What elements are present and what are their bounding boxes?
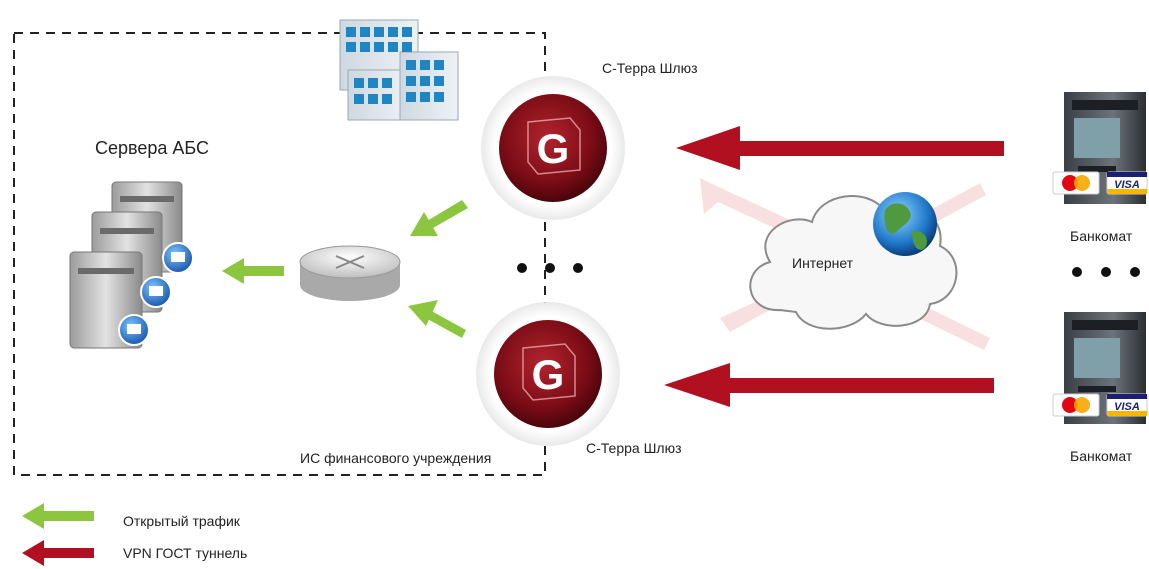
legend-vpn-tunnel-label: VPN ГОСТ туннель [123, 545, 248, 561]
visa-bottom-icon: VISA [1106, 393, 1148, 417]
gateway-bottom-label: С-Терра Шлюз [586, 440, 682, 456]
legend-open-traffic-label: Открытый трафик [123, 513, 240, 529]
servers-icon [69, 181, 194, 349]
globe-icon [873, 192, 937, 256]
internet-label: Интернет [792, 255, 854, 271]
institution-label: ИС финансового учреждения [300, 450, 492, 466]
institution-boundary [13, 32, 546, 476]
gateway-bottom-icon: G [476, 302, 620, 446]
servers-label: Сервера АБС [95, 138, 210, 158]
svg-text:VISA: VISA [1114, 401, 1140, 413]
gateway-top-logo: G [537, 125, 570, 172]
gateway-bottom-logo: G [532, 351, 565, 398]
atm-top-label: Банкомат [1070, 228, 1133, 244]
atm-bottom-icon: VISA [1052, 312, 1148, 424]
open-traffic-arrow-to-servers [222, 258, 284, 284]
mastercard-bottom-icon [1052, 393, 1100, 417]
svg-text:VISA: VISA [1114, 179, 1140, 191]
gateway-top-icon: G [481, 76, 625, 220]
router-icon [299, 245, 401, 301]
gateway-ellipsis [517, 263, 583, 273]
atm-top-icon: VISA [1052, 92, 1148, 204]
legend-open-traffic-arrow [22, 503, 94, 529]
open-traffic-arrow-from-gateway-bottom [408, 300, 466, 338]
open-traffic-arrow-from-gateway-top [410, 200, 468, 236]
vpn-tunnel-arrow-top [676, 126, 1004, 170]
legend-vpn-tunnel-arrow [22, 540, 94, 566]
atm-bottom-label: Банкомат [1070, 448, 1133, 464]
visa-top-icon: VISA [1106, 171, 1148, 195]
building-icon [339, 19, 459, 121]
mastercard-top-icon [1052, 171, 1100, 195]
vpn-tunnel-arrow-bottom [664, 363, 994, 407]
gateway-top-label: С-Терра Шлюз [602, 60, 698, 76]
atm-ellipsis [1072, 267, 1140, 277]
